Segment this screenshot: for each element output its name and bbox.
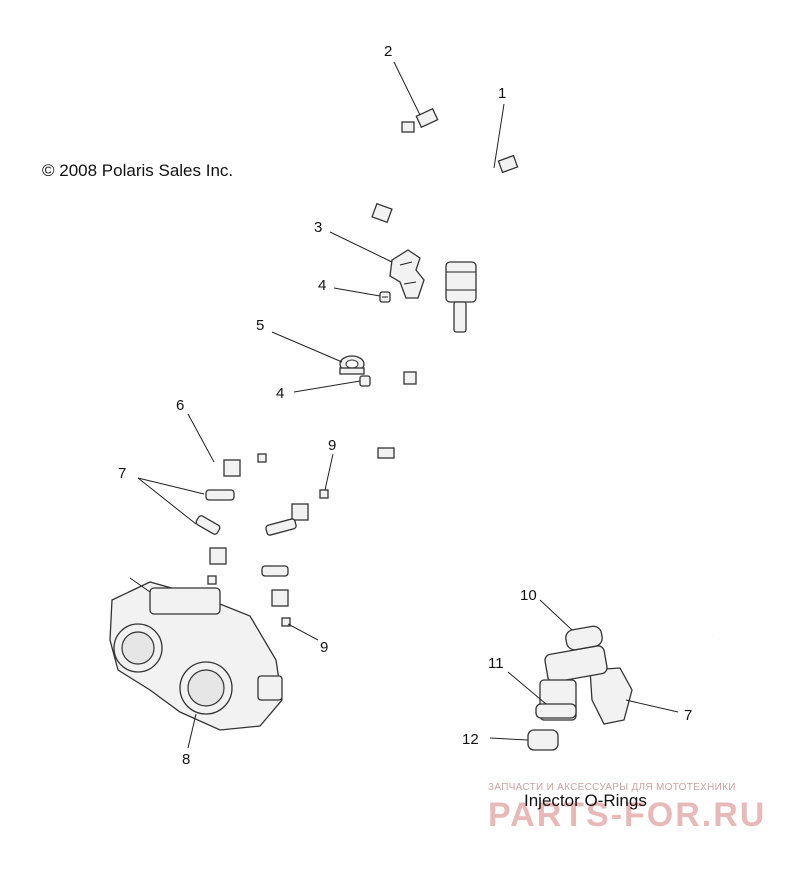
callout-labels: 2 1 3 4 5 4 6 7 9 9 8 10 11 7 12 [118, 43, 692, 768]
callout-2: 2 [384, 43, 392, 60]
callout-4-lower: 4 [276, 385, 284, 402]
callout-1: 1 [498, 85, 506, 102]
callout-9-upper: 9 [328, 437, 336, 454]
watermark-tagline: ЗАПЧАСТИ И АКСЕССУАРЫ ДЛЯ МОТОТЕХНИКИ [488, 782, 736, 793]
injector-part-group [195, 489, 297, 577]
callout-4-upper: 4 [318, 277, 326, 294]
bolt-part-upper [379, 291, 391, 303]
leader-lines [137, 61, 679, 749]
callout-10: 10 [520, 587, 537, 604]
screw-part-group [207, 453, 329, 627]
callout-3: 3 [314, 219, 322, 236]
copyright-text: © 2008 Polaris Sales Inc. [42, 161, 233, 180]
injector-detail-part [527, 625, 721, 751]
clamp-part [339, 355, 365, 375]
detail-caption: Injector O-Rings [524, 791, 647, 810]
callout-8: 8 [182, 751, 190, 768]
callout-5: 5 [256, 317, 264, 334]
watermark-brand: PARTS-FOR.RU [488, 796, 766, 834]
throttle-body-part [109, 577, 283, 731]
bolt-part-lower [359, 375, 371, 387]
callout-7: 7 [118, 465, 126, 482]
callout-11: 11 [488, 655, 504, 672]
fuel-line-with-filter-part [445, 154, 519, 333]
watermark: ЗАПЧАСТИ И АКСЕССУАРЫ ДЛЯ МОТОТЕХНИКИ PA… [488, 782, 766, 834]
callout-7-detail: 7 [684, 707, 692, 724]
fuel-hose-short-part [371, 107, 439, 224]
callout-12: 12 [462, 731, 479, 748]
callout-9-lower: 9 [320, 639, 328, 656]
fuel-rail-hose-part [183, 371, 417, 607]
callout-6: 6 [176, 397, 184, 414]
bracket-part [389, 249, 425, 299]
